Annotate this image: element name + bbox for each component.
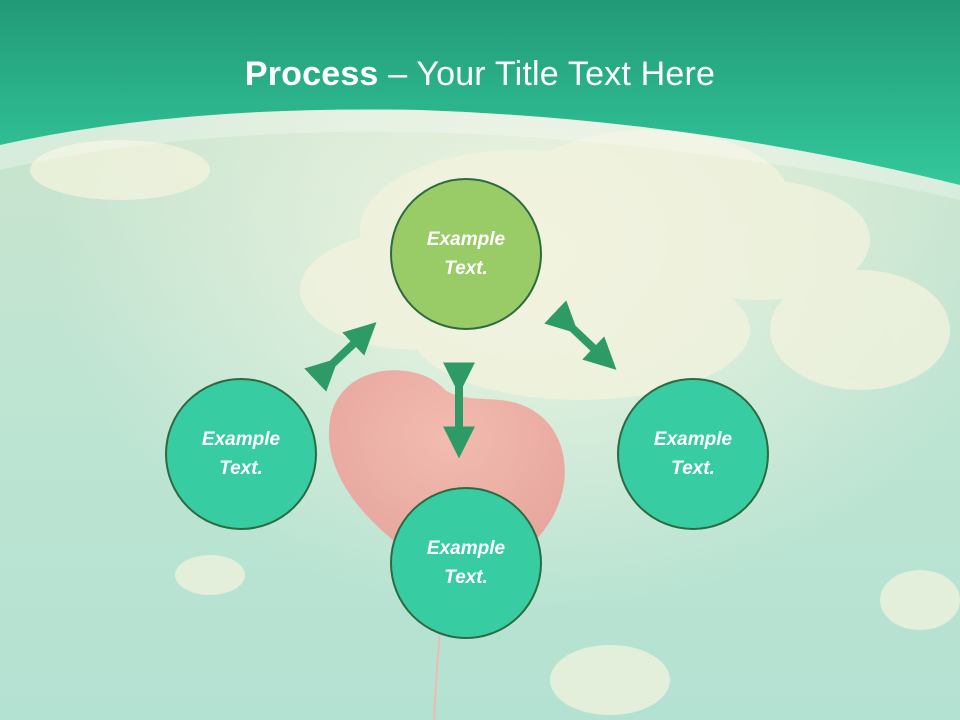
node-bottom-line2: Text. [444, 567, 488, 588]
slide-title: Process – Your Title Text Here [0, 52, 960, 96]
node-right-line1: Example [653, 429, 733, 450]
node-left-line2: Text. [219, 458, 263, 479]
arrow-top-left [304, 322, 377, 392]
arrow-top-right [544, 300, 617, 370]
node-bottom: Example Text. [390, 487, 542, 639]
balloon-string [433, 629, 441, 720]
node-top: Example Text. [390, 178, 542, 330]
header-band [0, 0, 960, 185]
header-arc [0, 109, 960, 200]
node-bottom-line1: Example [426, 538, 506, 559]
title-rest: – Your Title Text Here [378, 55, 716, 93]
node-left: Example Text. [165, 378, 317, 530]
node-right-line2: Text. [671, 458, 715, 479]
node-right: Example Text. [617, 378, 769, 530]
node-top-line1: Example [426, 229, 506, 250]
node-top-line2: Text. [444, 258, 488, 279]
title-bold: Process [244, 55, 379, 93]
node-left-line1: Example [201, 429, 281, 450]
